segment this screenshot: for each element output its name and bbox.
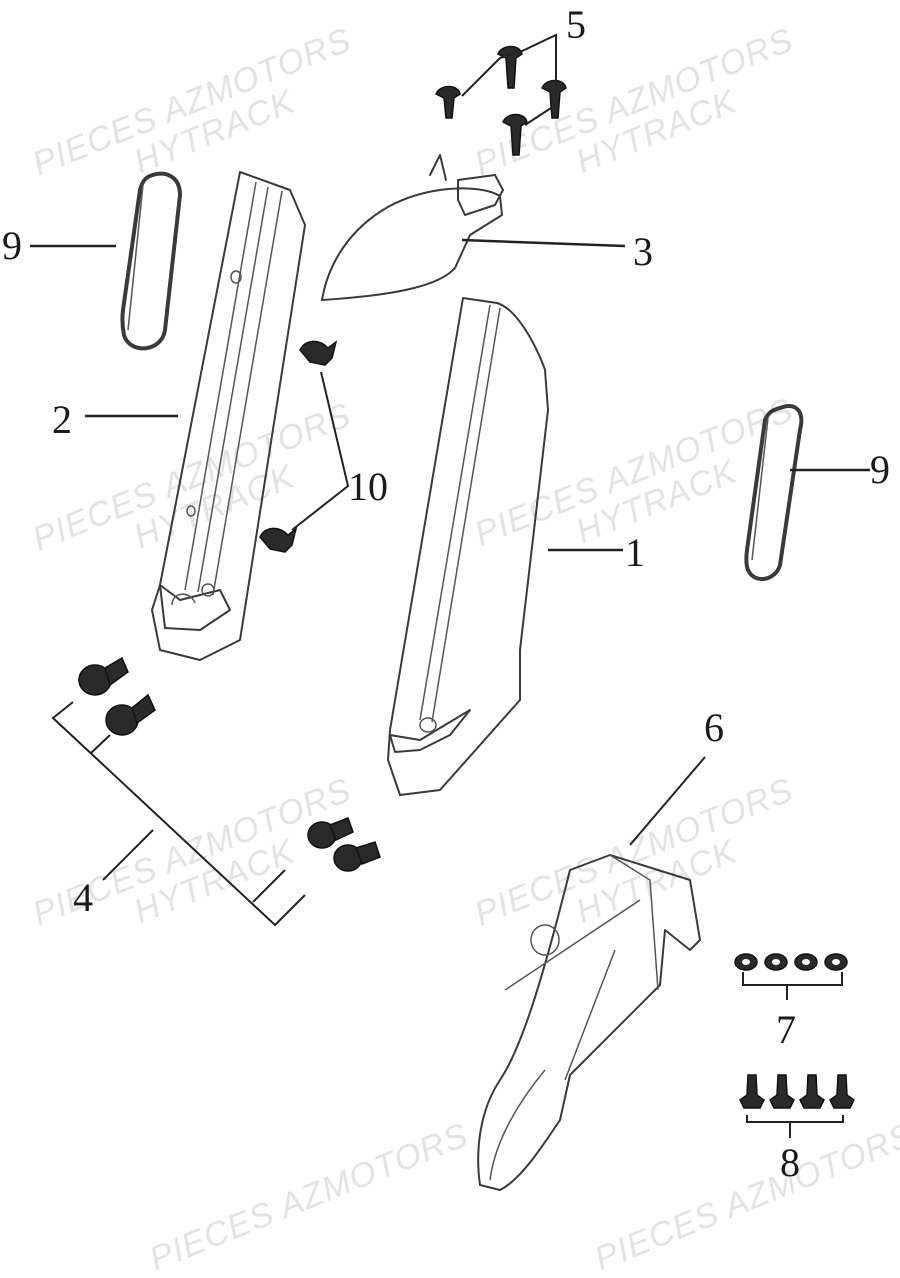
callout-9-right: 9	[870, 447, 890, 492]
reflector-right-part	[744, 404, 804, 581]
callout-9-left: 9	[2, 223, 22, 268]
callout-5: 5	[566, 2, 586, 47]
fender-cover-part	[321, 154, 504, 301]
callout-8: 8	[780, 1140, 800, 1185]
flange-bolts-part	[739, 1074, 855, 1138]
leader-line	[629, 756, 706, 846]
leader-line	[461, 238, 626, 248]
callout-3: 3	[633, 229, 653, 274]
washers-part	[734, 953, 848, 1000]
screws-part	[435, 33, 567, 156]
callout-7: 7	[776, 1007, 796, 1052]
fork-guard-bolts-part	[51, 656, 381, 927]
callout-4: 4	[73, 875, 93, 920]
fork-guard-left-part	[151, 171, 306, 661]
callout-6: 6	[704, 705, 724, 750]
callout-1: 1	[625, 530, 645, 575]
fork-guard-right-part	[387, 297, 549, 796]
reflector-left-part	[120, 171, 182, 351]
front-fender-part	[477, 854, 701, 1191]
callout-2: 2	[52, 397, 72, 442]
hose-clips-part	[259, 340, 350, 553]
callout-10: 10	[348, 464, 388, 509]
